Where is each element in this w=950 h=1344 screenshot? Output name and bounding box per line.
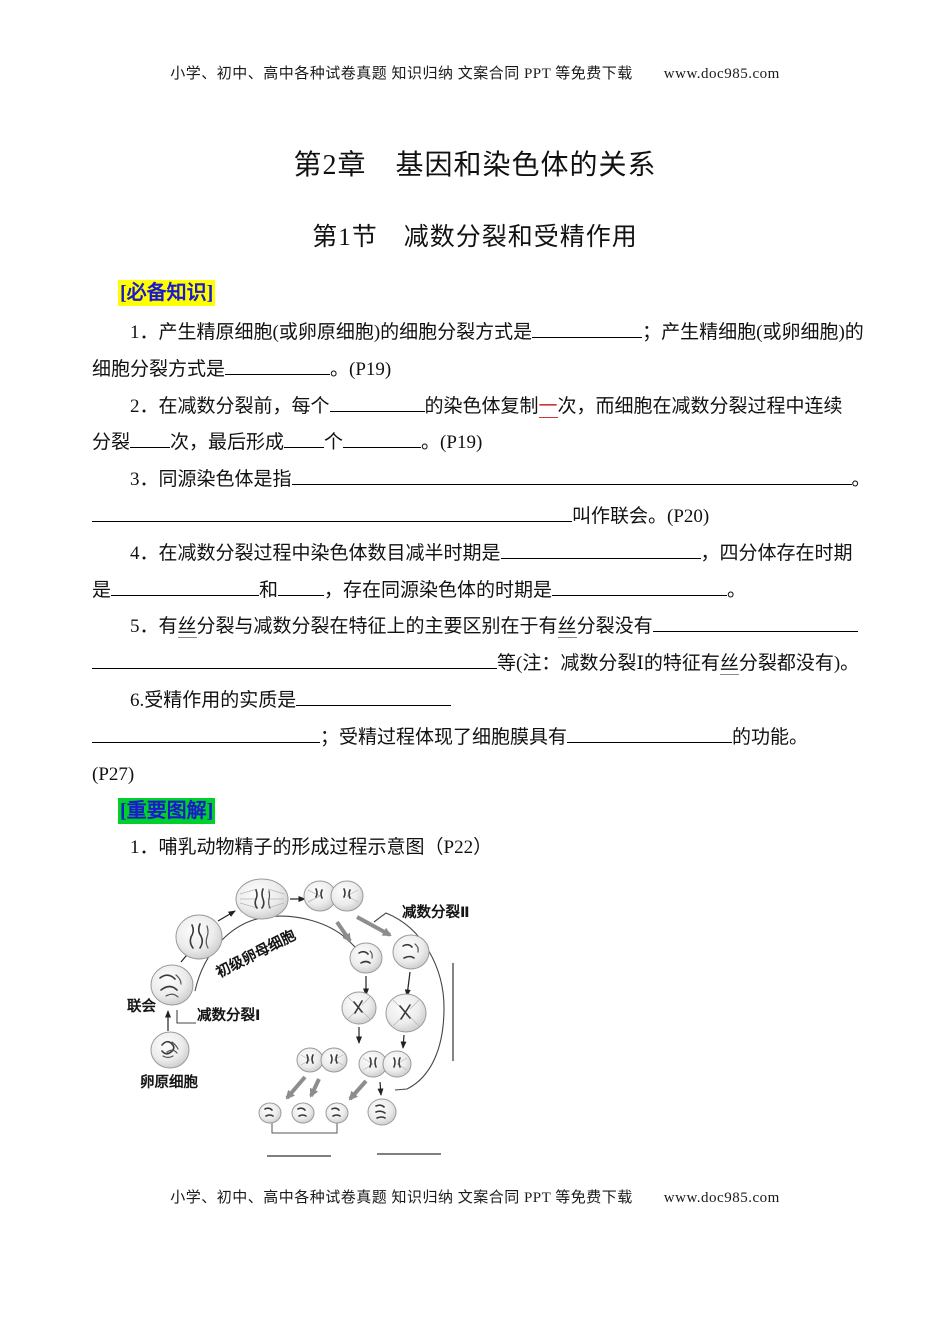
diagram-arrows-thin xyxy=(165,896,411,1096)
question-text: 3．同源染色体是指 xyxy=(130,469,292,491)
question-text: ，四分体存在时期 xyxy=(700,542,853,564)
label-oogonium: 卵原细胞 xyxy=(140,1073,198,1091)
answer-blank[interactable] xyxy=(92,649,497,670)
proof-marked-text: 丝 xyxy=(557,616,577,639)
question-text: 和 xyxy=(259,579,279,601)
answer-blank[interactable] xyxy=(652,612,858,633)
question-line: 叫作联会。(P20) xyxy=(92,499,892,536)
answer-blank[interactable] xyxy=(532,318,643,338)
question-text: 分裂与减数分裂在特征上的主要区别在于有 xyxy=(196,616,558,638)
page-footer: 小学、初中、高中各种试卷真题 知识归纳 文案合同 PPT 等免费下载 www.d… xyxy=(170,1190,780,1206)
cell-polar-body-2 xyxy=(291,1102,315,1124)
question-text: 细胞分裂方式是 xyxy=(92,358,226,380)
cell-telophase1 xyxy=(303,880,364,912)
label-synapsis: 联会 xyxy=(127,997,156,1015)
question-line: 细胞分裂方式是 。(P19) xyxy=(92,352,892,389)
answer-blank[interactable] xyxy=(92,502,572,522)
answer-blank[interactable] xyxy=(329,392,425,412)
question-text: (P27) xyxy=(92,763,135,785)
question-text: 次，而细胞在减数分裂过程中连续 xyxy=(557,395,843,417)
question-text: 的染色体复制 xyxy=(424,395,539,417)
section-title: 第1节 减数分裂和受精作用 xyxy=(312,224,638,251)
question-text: 4．在减数分裂过程中染色体数目减半时期是 xyxy=(130,542,501,564)
label-meiosis2: 减数分裂Ⅱ xyxy=(402,903,470,921)
proof-marked-text: 丝 xyxy=(177,616,197,639)
answer-blank[interactable] xyxy=(111,576,260,596)
meiosis-diagram: 联会 卵原细胞 减数分裂Ⅰ 减数分裂Ⅱ 初级卵母细胞 xyxy=(127,878,470,1157)
question-line: 等(注：减数分裂Ⅰ的特征有丝分裂都没有)。 xyxy=(92,646,892,683)
cell-egg xyxy=(367,1098,397,1126)
question-text: 等(注：减数分裂Ⅰ的特征有 xyxy=(497,653,720,675)
cell-telophase2-left xyxy=(296,1047,348,1073)
label-primary-oocyte: 初级卵母细胞 xyxy=(213,926,299,982)
knowledge-tag: [必备知识] xyxy=(118,280,216,306)
answer-blank[interactable] xyxy=(284,428,325,449)
question-text: 次，最后形成 xyxy=(170,432,285,454)
question-line: 5．有丝分裂与减数分裂在特征上的主要区别在于有丝分裂没有 xyxy=(92,609,892,646)
correction-red-text: 一 xyxy=(538,395,558,418)
cell-telophase2-right xyxy=(358,1050,412,1078)
question-text: ，存在同源染色体的时期是 xyxy=(324,579,553,601)
cell-metaphase2-left xyxy=(341,991,377,1025)
question-text: 1．产生精原细胞(或卵原细胞)的细胞分裂方式是 xyxy=(130,322,533,343)
question-text: 。(P19) xyxy=(421,432,483,454)
page-header: 小学、初中、高中各种试卷真题 知识归纳 文案合同 PPT 等免费下载 www.d… xyxy=(170,66,780,82)
question-text: 的功能。 xyxy=(732,726,809,748)
question-line: 4．在减数分裂过程中染色体数目减半时期是 ，四分体存在时期 xyxy=(92,536,892,573)
cell-metaphase2-right xyxy=(385,993,427,1033)
answer-blank[interactable] xyxy=(343,428,422,449)
cell-synapsis xyxy=(150,964,194,1006)
chapter-title: 第2章 基因和染色体的关系 xyxy=(293,150,657,181)
question-line: (P27) xyxy=(92,757,892,794)
cell-prophase1 xyxy=(175,914,223,960)
question-text: 是 xyxy=(92,579,112,601)
cell-secondary-oocyte-left xyxy=(349,942,383,974)
answer-blank[interactable] xyxy=(130,428,171,449)
answer-blank[interactable] xyxy=(296,686,452,706)
proof-marked-text: 丝 xyxy=(719,653,739,676)
question-line: 6.受精作用的实质是 xyxy=(92,683,892,720)
question-line: 是 和 ，存在同源染色体的时期是 。 xyxy=(92,573,892,610)
figure-caption: 1．哺乳动物精子的形成过程示意图（P22） xyxy=(130,837,493,858)
cell-oogonium xyxy=(150,1031,190,1069)
cell-polar-body-1 xyxy=(258,1102,282,1124)
question-text: 。 xyxy=(851,469,871,491)
question-text: 5．有 xyxy=(130,616,178,638)
question-text: 2．在减数分裂前，每个 xyxy=(130,395,330,417)
answer-blank[interactable] xyxy=(291,465,852,486)
question-text: 分裂 xyxy=(92,432,131,454)
question-line: 2．在减数分裂前，每个 的染色体复制一次，而细胞在减数分裂过程中连续 xyxy=(92,389,892,426)
label-meiosis1: 减数分裂Ⅰ xyxy=(197,1006,260,1024)
cell-secondary-oocyte-right xyxy=(392,934,430,970)
cell-metaphase1 xyxy=(235,878,289,920)
answer-blank[interactable] xyxy=(567,723,733,743)
question-text: 。 xyxy=(727,579,747,601)
question-line: 3．同源染色体是指 。 xyxy=(92,462,892,499)
question-text: 分裂都没有)。 xyxy=(738,653,860,675)
answer-blank[interactable] xyxy=(500,539,701,559)
question-text: 6.受精作用的实质是 xyxy=(130,689,297,711)
question-line: 分裂 次，最后形成 个 。(P19) xyxy=(92,425,892,462)
figure-tag: [重要图解] xyxy=(118,798,216,824)
question-text: 叫作联会。(P20) xyxy=(572,505,710,527)
question-line: ；受精过程体现了细胞膜具有 的功能。 xyxy=(92,720,892,757)
question-text: 分裂没有 xyxy=(576,616,653,638)
questions-block: 1．产生精原细胞(或卵原细胞)的细胞分裂方式是 ；产生精细胞(或卵细胞)的细胞分裂… xyxy=(92,315,892,793)
answer-blank[interactable] xyxy=(225,355,331,375)
question-text: 个 xyxy=(324,432,344,454)
question-text: ；产生精细胞(或卵细胞)的 xyxy=(642,322,864,343)
answer-blank[interactable] xyxy=(552,576,728,596)
diagram-arrows-thick xyxy=(285,915,392,1101)
answer-blank[interactable] xyxy=(278,576,325,596)
question-text: 。(P19) xyxy=(330,358,392,380)
question-line: 1．产生精原细胞(或卵原细胞)的细胞分裂方式是 ；产生精细胞(或卵细胞)的 xyxy=(92,315,892,352)
cell-polar-body-3 xyxy=(325,1102,349,1124)
answer-blank[interactable] xyxy=(92,723,320,743)
question-text: ；受精过程体现了细胞膜具有 xyxy=(320,726,568,748)
